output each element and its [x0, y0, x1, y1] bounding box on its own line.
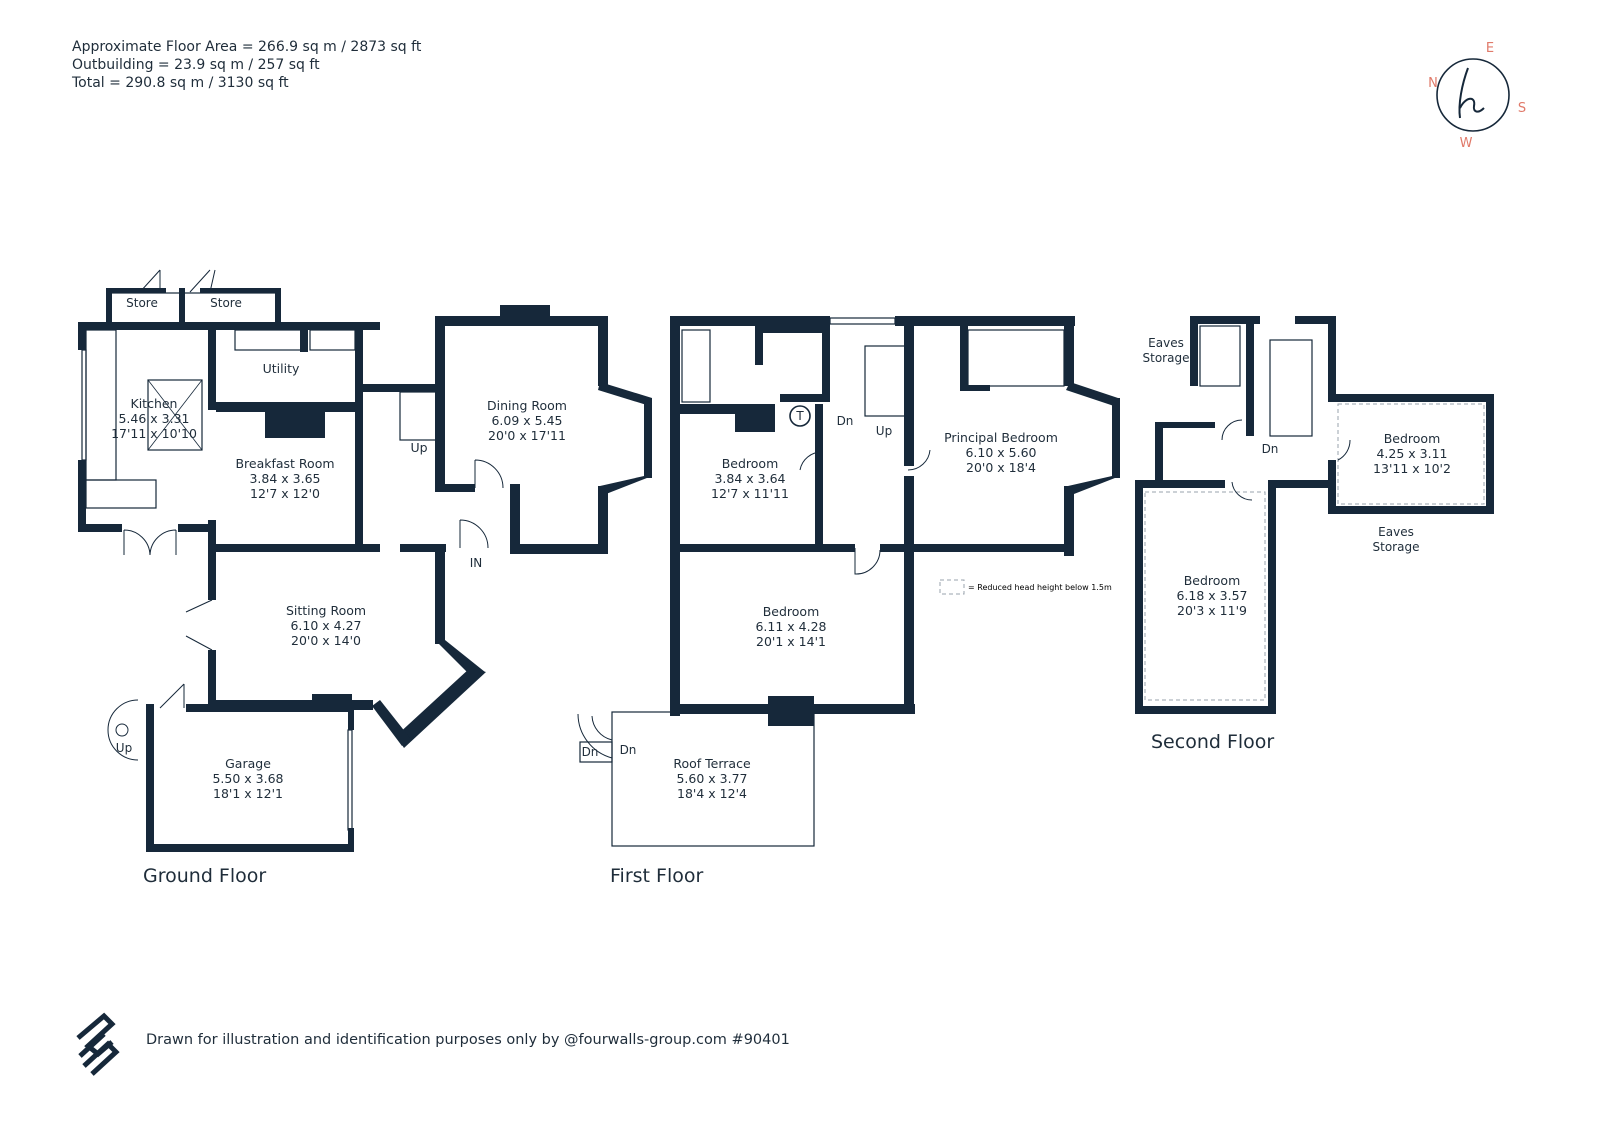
- sf-bedroom-eaves-zone: [1144, 491, 1266, 701]
- ff-bedroom-1-metric: 3.84 x 3.64: [714, 471, 785, 486]
- roof-terrace-metric: 5.60 x 3.77: [676, 771, 747, 786]
- compass-w: W: [1460, 136, 1473, 151]
- outbuilding-area: Outbuilding = 23.9 sq m / 257 sq ft: [72, 57, 320, 73]
- ff-bedroom-2-name: Bedroom: [763, 604, 820, 619]
- garage-stair-up-marker: Up: [116, 741, 132, 755]
- first-floor-stair-up-marker: Up: [876, 424, 892, 438]
- eaves-storage-1-line2: Storage: [1143, 351, 1190, 365]
- ground-floor-plan: [78, 269, 652, 852]
- sf-bedroom-1-metric: 4.25 x 3.11: [1376, 446, 1447, 461]
- kitchen-name: Kitchen: [131, 396, 178, 411]
- fourwalls-logo-icon: [76, 1012, 120, 1076]
- roof-terrace-imperial: 18'4 x 12'4: [677, 786, 747, 801]
- utility-label: Utility: [263, 361, 300, 376]
- first-floor-title: First Floor: [610, 865, 703, 887]
- dining-room-metric: 6.09 x 5.45: [491, 413, 562, 428]
- roof-terrace-name: Roof Terrace: [673, 756, 751, 771]
- principal-bedroom-name: Principal Bedroom: [944, 430, 1058, 445]
- second-floor-title: Second Floor: [1151, 731, 1274, 753]
- stair-up-marker: Up: [410, 440, 427, 455]
- approximate-floor-area: Approximate Floor Area = 266.9 sq m / 28…: [72, 39, 422, 55]
- eaves-storage-2-line2: Storage: [1373, 540, 1420, 554]
- compass: E N S W: [1428, 41, 1526, 151]
- compass-logo-icon: [1458, 67, 1485, 119]
- sf-bedroom-2-name: Bedroom: [1184, 573, 1241, 588]
- sitting-room-name: Sitting Room: [286, 603, 366, 618]
- second-floor-stair-dn-marker: Dn: [1262, 442, 1279, 456]
- principal-bedroom-imperial: 20'0 x 18'4: [966, 460, 1036, 475]
- terrace-stair-dn-marker-1: Dn: [582, 745, 599, 759]
- principal-bedroom-metric: 6.10 x 5.60: [965, 445, 1036, 460]
- entrance-in-marker: IN: [470, 556, 483, 570]
- ff-bedroom-1-imperial: 12'7 x 11'11: [711, 486, 789, 501]
- footer-disclaimer: Drawn for illustration and identificatio…: [146, 1032, 790, 1048]
- dining-room-imperial: 20'0 x 17'11: [488, 428, 566, 443]
- first-floor-plan: [577, 316, 1120, 847]
- sf-bedroom-2-imperial: 20'3 x 11'9: [1177, 603, 1247, 618]
- ff-bedroom-2-imperial: 20'1 x 14'1: [756, 634, 826, 649]
- store-label-1: Store: [126, 296, 158, 310]
- kitchen-imperial: 17'11 x 10'10: [111, 426, 197, 441]
- sf-bedroom-1-imperial: 13'11 x 10'2: [1373, 461, 1451, 476]
- garage-metric: 5.50 x 3.68: [212, 771, 283, 786]
- compass-s: S: [1518, 101, 1526, 116]
- floor-area-summary: Approximate Floor Area = 266.9 sq m / 28…: [72, 38, 421, 92]
- ground-floor-title: Ground Floor: [143, 865, 266, 887]
- total-area: Total = 290.8 sq m / 3130 sq ft: [72, 75, 289, 91]
- kitchen-island: [147, 379, 203, 451]
- breakfast-room-name: Breakfast Room: [235, 456, 334, 471]
- ff-bedroom-2-metric: 6.11 x 4.28: [755, 619, 826, 634]
- sitting-room-metric: 6.10 x 4.27: [290, 618, 361, 633]
- dining-room-name: Dining Room: [487, 398, 567, 413]
- compass-e: E: [1486, 41, 1494, 56]
- kitchen-metric: 5.46 x 3.31: [118, 411, 189, 426]
- tank-symbol: [789, 405, 811, 427]
- breakfast-room-imperial: 12'7 x 12'0: [250, 486, 320, 501]
- eaves-storage-2-line1: Eaves: [1378, 525, 1414, 539]
- roof-terrace-outline: [611, 711, 815, 847]
- reduced-head-height-legend: = Reduced head height below 1.5m: [968, 583, 1112, 592]
- sf-bedroom-2-metric: 6.18 x 3.57: [1176, 588, 1247, 603]
- sf-bedroom-eaves-zone-2: [1337, 403, 1485, 505]
- compass-ring: [1436, 58, 1510, 132]
- garage-name: Garage: [225, 756, 271, 771]
- reduced-head-height-swatch: [939, 579, 965, 595]
- sitting-room-imperial: 20'0 x 14'0: [291, 633, 361, 648]
- breakfast-room-metric: 3.84 x 3.65: [249, 471, 320, 486]
- second-floor-plan: [1135, 316, 1494, 714]
- first-floor-stair-dn-marker: Dn: [837, 414, 854, 428]
- store-label-2: Store: [210, 296, 242, 310]
- ff-bedroom-1-name: Bedroom: [722, 456, 779, 471]
- eaves-storage-1-line1: Eaves: [1148, 336, 1184, 350]
- terrace-stair-dn-marker-2: Dn: [620, 743, 637, 757]
- sf-bedroom-1-name: Bedroom: [1384, 431, 1441, 446]
- garage-imperial: 18'1 x 12'1: [213, 786, 283, 801]
- tank-marker: T: [795, 409, 804, 423]
- compass-n: N: [1428, 76, 1438, 91]
- north-wall: [80, 322, 380, 330]
